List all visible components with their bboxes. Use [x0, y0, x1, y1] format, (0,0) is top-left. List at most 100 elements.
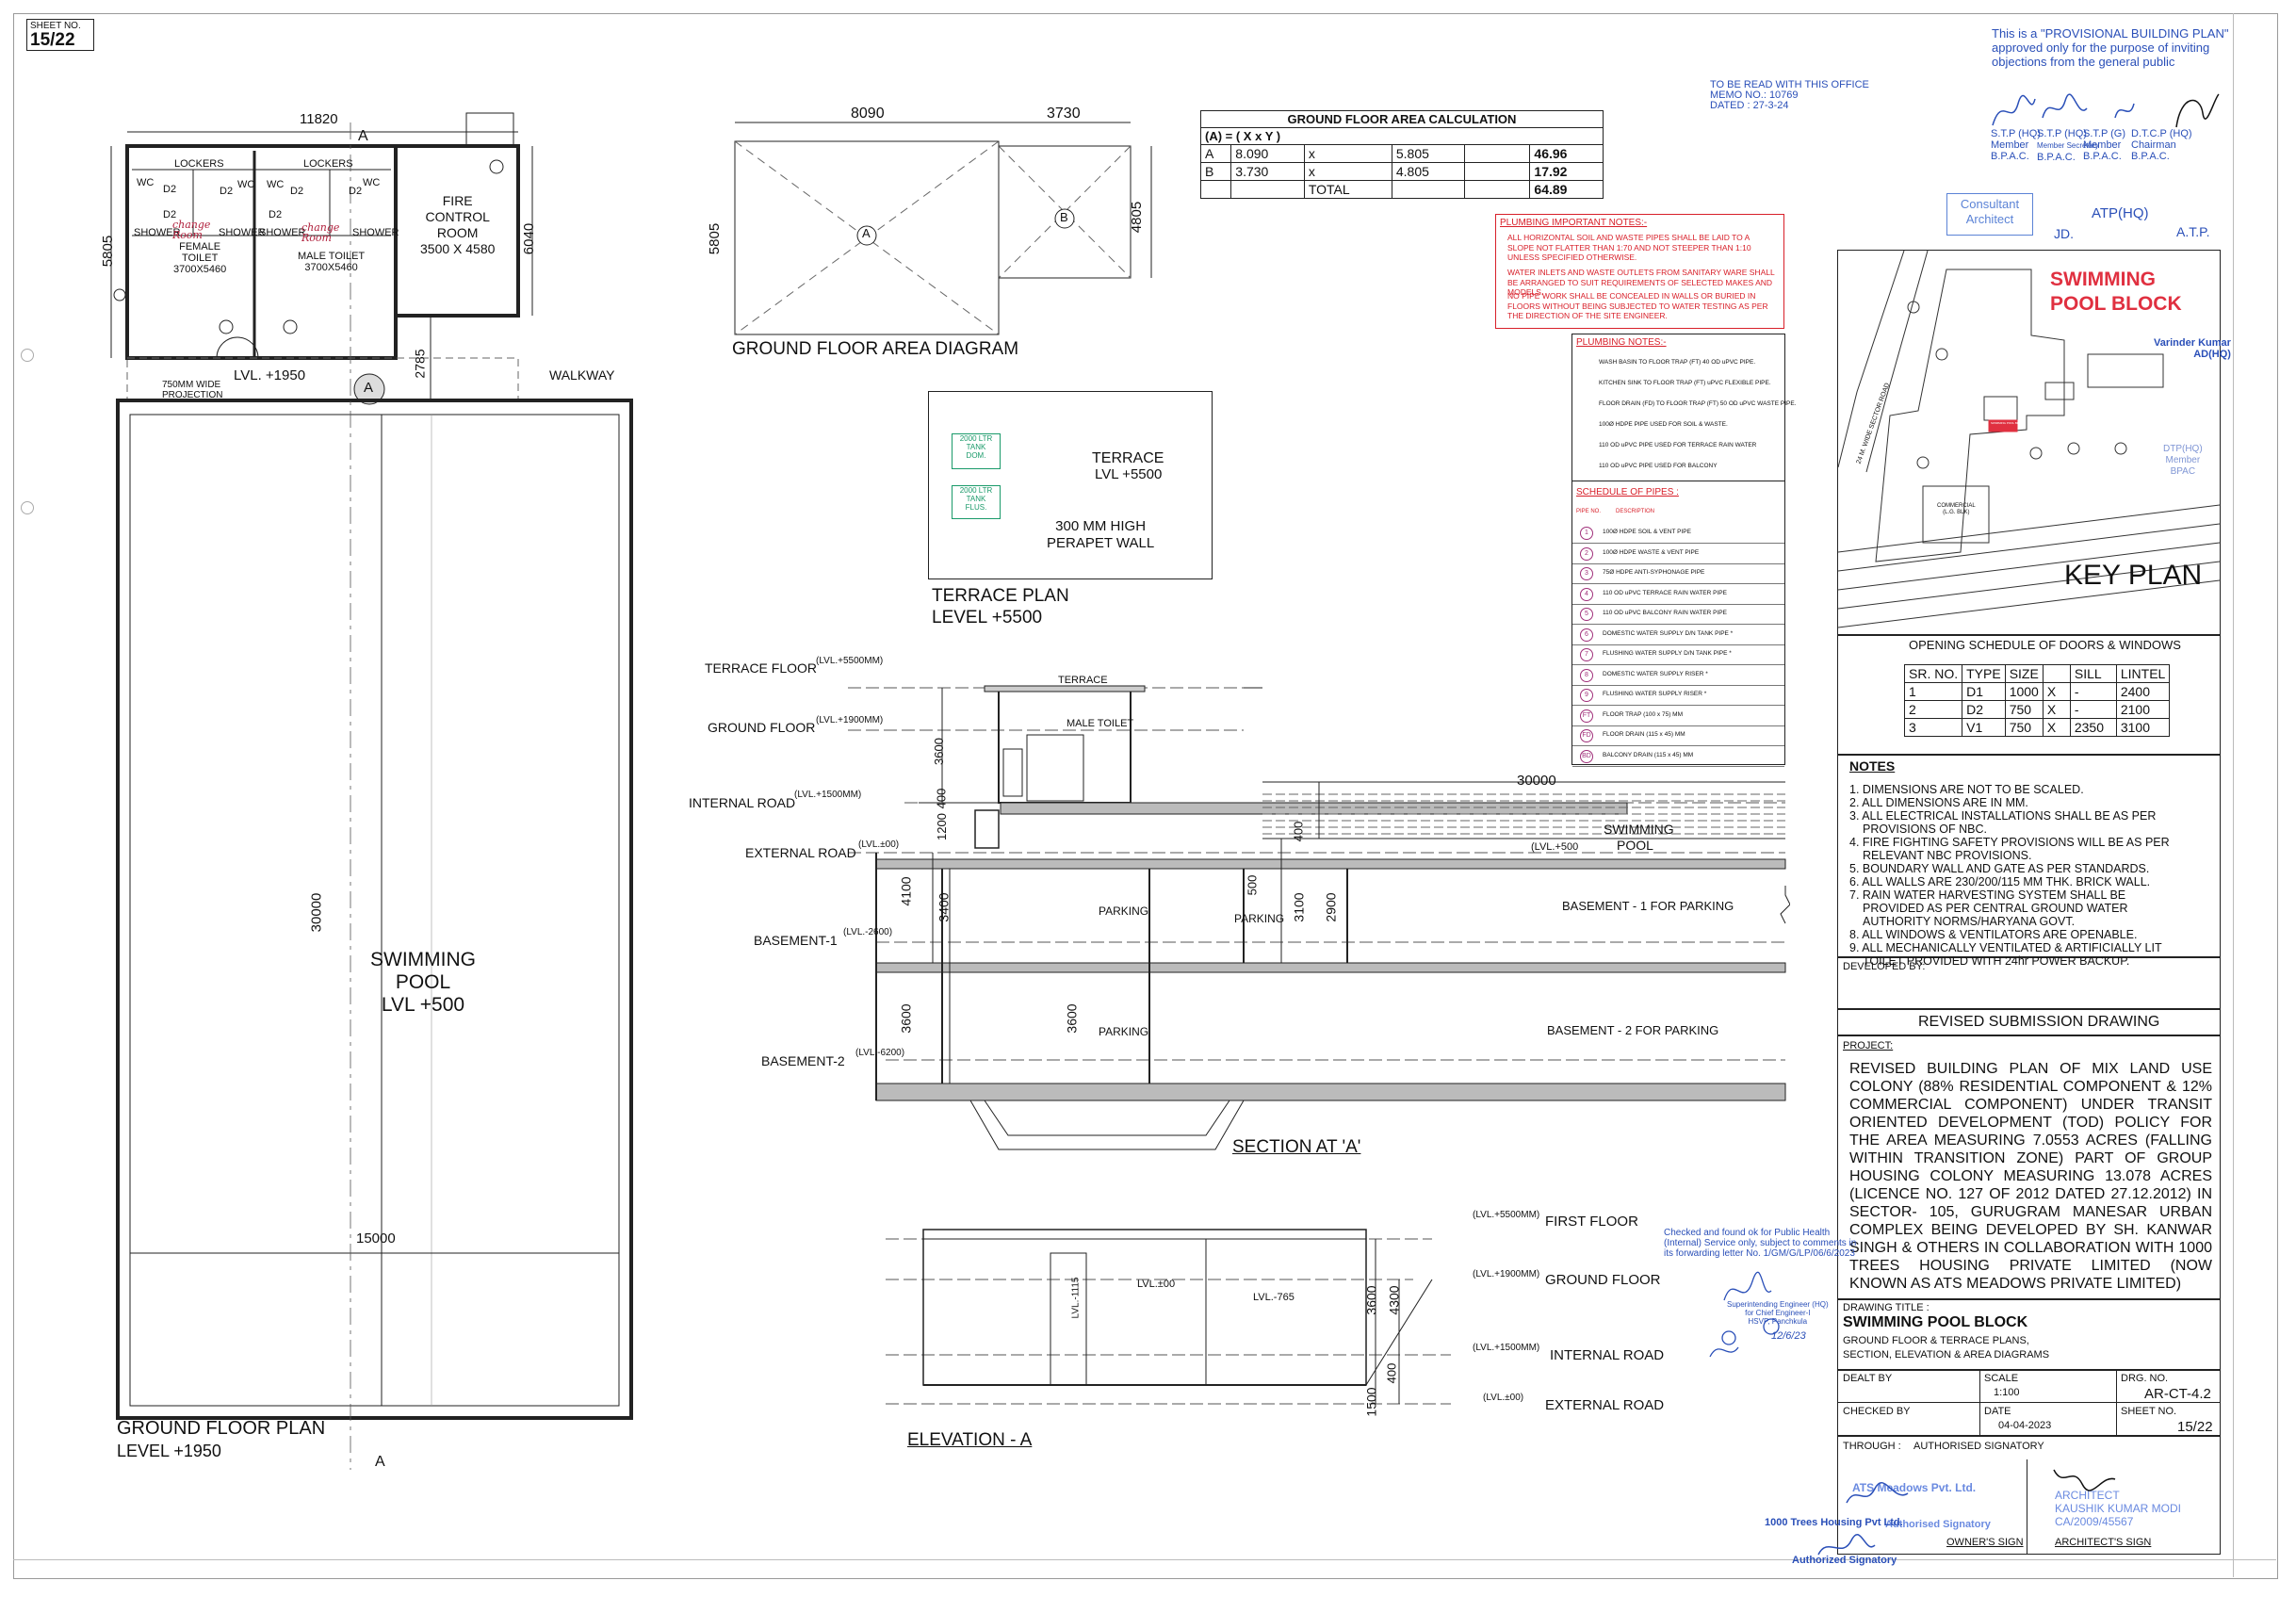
- punch-hole: [21, 349, 34, 362]
- pipe-description: FLOOR TRAP (100 x 75) MM: [1603, 710, 1684, 718]
- note-item: PROVISIONS OF NBC.: [1863, 823, 1987, 836]
- elevation-title: ELEVATION - A: [907, 1430, 1033, 1450]
- pipe-description: 100Ø HDPE WASTE & VENT PIPE: [1603, 548, 1700, 556]
- revised-submission-label: REVISED SUBMISSION DRAWING: [1918, 1014, 2160, 1030]
- key-plan-title: KEY PLAN: [2064, 560, 2203, 591]
- trees-housing-stamp: 1000 Trees Housing Pvt Ltd.: [1765, 1517, 1903, 1528]
- door-tag: D2: [163, 184, 177, 195]
- area-calculation-table: GROUND FLOOR AREA CALCULATION (A) = ( X …: [1199, 110, 1604, 199]
- pipe-description: FLOOR DRAIN (115 x 45) MM: [1603, 731, 1685, 738]
- atp-stamp: A.T.P.: [2176, 224, 2210, 239]
- plumbing-note: 100Ø HDPE PIPE USED FOR SOIL & WASTE.: [1599, 421, 1728, 428]
- drawing-subtitle-2: SECTION, ELEVATION & AREA DIAGRAMS: [1843, 1349, 2050, 1361]
- gfp-title: GROUND FLOOR PLAN: [117, 1418, 326, 1439]
- gfp-dim-height: 5805: [100, 235, 117, 268]
- area-label-a: A: [862, 226, 871, 240]
- section-pool-label-2: POOL: [1617, 838, 1653, 853]
- public-health-date: 12/6/23: [1771, 1330, 1806, 1342]
- pipe-number-badge: 4: [1580, 587, 1593, 601]
- area-table-formula: (A) = ( X x Y ): [1200, 127, 1604, 145]
- door-tag: D2: [290, 186, 304, 197]
- area-dim-a: 8090: [851, 106, 885, 122]
- pipe-schedule: SCHEDULE OF PIPES : PIPE NO. DESCRIPTION…: [1571, 481, 1785, 767]
- section-level-value: (LVL.+5500MM): [816, 656, 884, 666]
- note-item: PROVIDED AS PER CENTRAL GROUND WATER: [1863, 902, 2128, 915]
- plumbing-important-item: NO PIPE WORK SHALL BE CONCEALED IN WALLS…: [1507, 291, 1768, 320]
- plumbing-notes-title: PLUMBING NOTES:-: [1576, 337, 1667, 348]
- public-health-signatures: [1709, 1271, 1780, 1358]
- shower-label: SHOWER: [352, 227, 399, 238]
- signature-marks: [1992, 93, 2220, 128]
- drg-label: DRG. NO.: [2121, 1373, 2169, 1384]
- parking-label: PARKING: [1099, 1025, 1149, 1038]
- wc-label: WC: [363, 177, 381, 188]
- parking-label: PARKING: [1099, 904, 1149, 918]
- section-dim: 2900: [1323, 892, 1339, 922]
- shower-label: SHOWER: [134, 227, 181, 238]
- terrace-level: LVL +5500: [1095, 466, 1163, 482]
- note-item: 9. ALL MECHANICALLY VENTILATED & ARTIFIC…: [1849, 941, 2162, 954]
- walkway-label: WALKWAY: [549, 367, 615, 383]
- pipe-schedule-row: 4 110 OD uPVC TERRACE RAIN WATER PIPE: [1572, 584, 1784, 605]
- elevation-lvl-c: LVL.-1115: [1070, 1277, 1082, 1319]
- basement2-label: BASEMENT - 2 FOR PARKING: [1547, 1023, 1719, 1037]
- section-dim: 400: [934, 788, 949, 809]
- basement1-label: BASEMENT - 1 FOR PARKING: [1562, 899, 1734, 913]
- gfp-level-label: LVL. +1950: [234, 367, 306, 383]
- note-item: 1. DIMENSIONS ARE NOT TO BE SCALED.: [1849, 783, 2084, 796]
- section-dim: 3600: [1064, 1003, 1080, 1034]
- pipe-number-badge: 9: [1580, 689, 1593, 702]
- binding-margin-line: [2233, 13, 2234, 1577]
- pool-width-dim: 15000: [356, 1230, 396, 1247]
- through-label: THROUGH :: [1843, 1441, 1901, 1452]
- scale-value: 1:100: [1994, 1387, 2020, 1398]
- plumbing-note: WASH BASIN TO FLOOR TRAP (FT) 40 OD uPVC…: [1599, 359, 1756, 366]
- section-dim: 30000: [1517, 773, 1556, 789]
- section-level-value: (LVL.-2600): [843, 927, 893, 937]
- pipe-description: DOMESTIC WATER SUPPLY D/N TANK PIPE *: [1603, 629, 1734, 637]
- elevation-drawing: [886, 1229, 1451, 1405]
- wc-label: WC: [237, 179, 255, 190]
- plumbing-note: KITCHEN SINK TO FLOOR TRAP (FT) uPVC FLE…: [1599, 380, 1771, 386]
- door-tag: D2: [220, 186, 234, 197]
- section-dim: 4100: [898, 876, 914, 906]
- elevation-dim: 1500: [1363, 1387, 1379, 1417]
- note-item: 5. BOUNDARY WALL AND GATE AS PER STANDAR…: [1849, 862, 2150, 875]
- note-item: 6. ALL WALLS ARE 230/200/115 MM THK. BRI…: [1849, 875, 2151, 888]
- sheet-margin-line: [13, 1559, 2276, 1560]
- parking-label: PARKING: [1234, 912, 1285, 925]
- key-plan-small-block-label: SWIMMING POOL BLOCK: [1991, 421, 2026, 425]
- pipe-number-badge: 3: [1580, 567, 1593, 580]
- meta-divider: [1838, 1402, 2220, 1403]
- note-item: 2. ALL DIMENSIONS ARE IN MM.: [1849, 796, 2028, 809]
- date-value: 04-04-2023: [1998, 1420, 2052, 1431]
- drawing-meta-box: DEALT BY SCALE 1:100 DRG. NO. AR-CT-4.2 …: [1837, 1369, 2221, 1437]
- note-item: 4. FIRE FIGHTING SAFETY PROVISIONS WILL …: [1849, 836, 2170, 849]
- shower-label: SHOWER: [259, 227, 306, 238]
- opening-schedule-box: OPENING SCHEDULE OF DOORS & WINDOWS: [1837, 634, 2221, 756]
- plumbing-important-title: PLUMBING IMPORTANT NOTES:-: [1500, 218, 1648, 228]
- elevation-level-value: (LVL.+5500MM): [1473, 1210, 1540, 1220]
- sheet-number-tag: SHEET NO. 15/22: [26, 19, 94, 51]
- pipe-description: 110 OD uPVC TERRACE RAIN WATER PIPE: [1603, 589, 1727, 596]
- area-dim-right: 4805: [1129, 201, 1146, 234]
- pipe-description: DOMESTIC WATER SUPPLY RISER *: [1603, 670, 1708, 677]
- checked-by-label: CHECKED BY: [1843, 1406, 1911, 1417]
- sheet-value: 15/22: [2177, 1419, 2213, 1435]
- drawing-subtitle-1: GROUND FLOOR & TERRACE PLANS,: [1843, 1335, 2029, 1346]
